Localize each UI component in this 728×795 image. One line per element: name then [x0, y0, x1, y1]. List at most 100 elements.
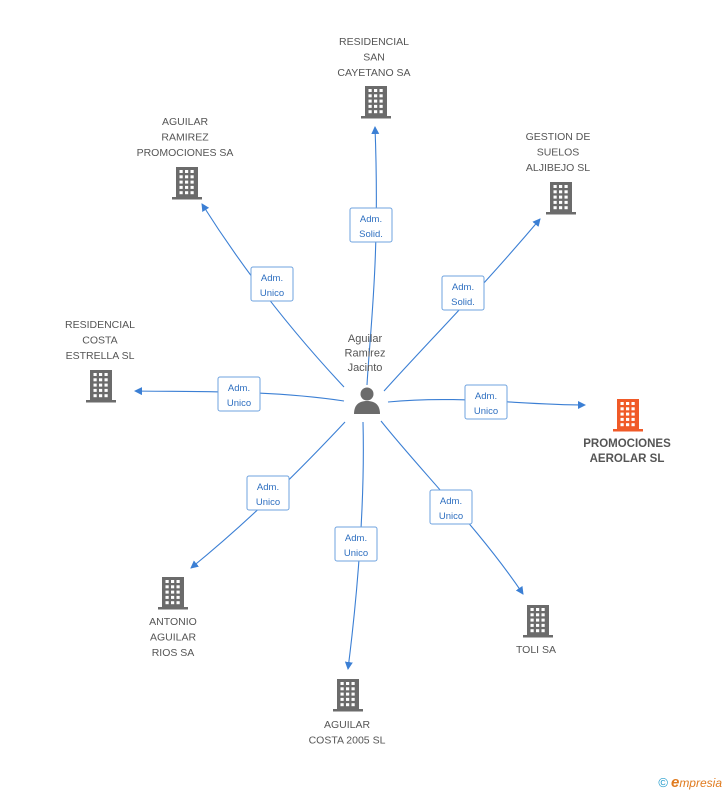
role-box-text: Adm.: [475, 391, 497, 402]
brand-logo-text: mpresia: [679, 776, 722, 790]
role-box-antonio-aguilar-rios[interactable]: Adm.Unico: [246, 475, 290, 511]
building-icon[interactable]: [523, 605, 553, 638]
building-window: [564, 185, 568, 188]
building-window: [176, 585, 180, 589]
person-name-line: Jacinto: [348, 362, 383, 374]
building-window: [185, 191, 189, 195]
building-window: [559, 195, 563, 199]
role-box-text: Unico: [260, 288, 284, 299]
label-line: TOLI SA: [516, 644, 556, 656]
company-label-toli-sa[interactable]: TOLI SA: [516, 644, 556, 656]
edge-aguilar-ramirez-promociones: [201, 203, 345, 388]
building-window: [185, 170, 189, 173]
building-window: [559, 190, 563, 194]
role-box-frame: [464, 384, 508, 420]
building-window: [346, 687, 350, 691]
building-icon[interactable]: [613, 399, 643, 432]
building-window: [530, 618, 534, 622]
building-window: [368, 104, 372, 108]
building-window: [620, 412, 624, 416]
building-window: [559, 200, 563, 204]
role-box-promociones-aerolar[interactable]: Adm.Unico: [464, 384, 508, 420]
building-window: [176, 595, 180, 599]
building-window: [541, 608, 545, 611]
building-window: [346, 697, 350, 701]
brand-logo-initial: e: [670, 774, 680, 791]
building-window: [379, 89, 383, 92]
building-window: [536, 613, 540, 617]
label-line: GESTION DE: [526, 131, 591, 143]
building-icon[interactable]: [361, 86, 391, 119]
building-window: [340, 697, 344, 701]
building-window: [99, 383, 103, 387]
building-window: [631, 423, 635, 427]
building-window: [379, 99, 383, 103]
label-line: AGUILAR: [324, 719, 371, 731]
building-window: [541, 618, 545, 622]
role-box-aguilar-ramirez-promociones[interactable]: Adm. Unico: [250, 266, 294, 302]
building-window: [190, 170, 194, 173]
edge-gestion-de-suelos-aljibejo: [383, 218, 541, 392]
role-box-gestion-de-suelos-aljibejo[interactable]: Adm.Solid.: [441, 275, 485, 311]
building-window: [374, 94, 378, 98]
building-window: [368, 89, 372, 92]
building-window: [631, 417, 635, 421]
role-box-toli-sa[interactable]: Adm.Unico: [429, 489, 473, 525]
person-icon: [354, 387, 380, 414]
building-window: [626, 412, 630, 416]
building-icon[interactable]: [172, 167, 202, 200]
label-line: RAMIREZ: [161, 132, 209, 144]
label-line: SAN: [363, 52, 385, 64]
building-window: [104, 388, 108, 392]
building-icon[interactable]: [86, 370, 116, 403]
building-window: [93, 383, 97, 387]
role-box-residencial-san-cayetano[interactable]: Adm.Solid.: [349, 207, 393, 243]
building-base: [523, 635, 553, 638]
building-window: [553, 185, 557, 188]
building-window: [374, 104, 378, 108]
building-icon[interactable]: [333, 679, 363, 712]
building-window: [541, 623, 545, 627]
building-window: [541, 629, 545, 633]
building-window: [626, 417, 630, 421]
label-line: AGUILAR: [150, 632, 197, 644]
building-window: [104, 383, 108, 387]
role-box-aguilar-costa-2005[interactable]: Adm.Unico: [334, 526, 378, 562]
role-box-text: Adm.: [261, 273, 283, 284]
role-box-text: Adm.: [452, 282, 474, 293]
building-icon[interactable]: [546, 182, 576, 215]
building-base: [158, 607, 188, 610]
building-window: [536, 629, 540, 633]
building-window: [165, 595, 169, 599]
role-box-residencial-costa-estrella[interactable]: Adm.Unico: [217, 376, 261, 412]
building-window: [351, 682, 355, 685]
building-window: [626, 402, 630, 405]
building-window: [99, 388, 103, 392]
building-window: [374, 99, 378, 103]
building-window: [93, 394, 97, 398]
building-window: [340, 703, 344, 707]
building-window: [176, 580, 180, 583]
role-box-frame: [334, 526, 378, 562]
role-box-frame: [429, 489, 473, 525]
label-line: RESIDENCIAL: [339, 36, 409, 48]
building-window: [165, 580, 169, 583]
building-window: [190, 185, 194, 189]
building-base: [613, 429, 643, 432]
building-window: [374, 89, 378, 92]
building-window: [340, 692, 344, 696]
label-line: COSTA: [82, 335, 117, 347]
building-window: [379, 110, 383, 114]
label-line: SUELOS: [537, 147, 580, 159]
building-icon[interactable]: [158, 577, 188, 610]
building-window: [536, 618, 540, 622]
building-window: [351, 692, 355, 696]
